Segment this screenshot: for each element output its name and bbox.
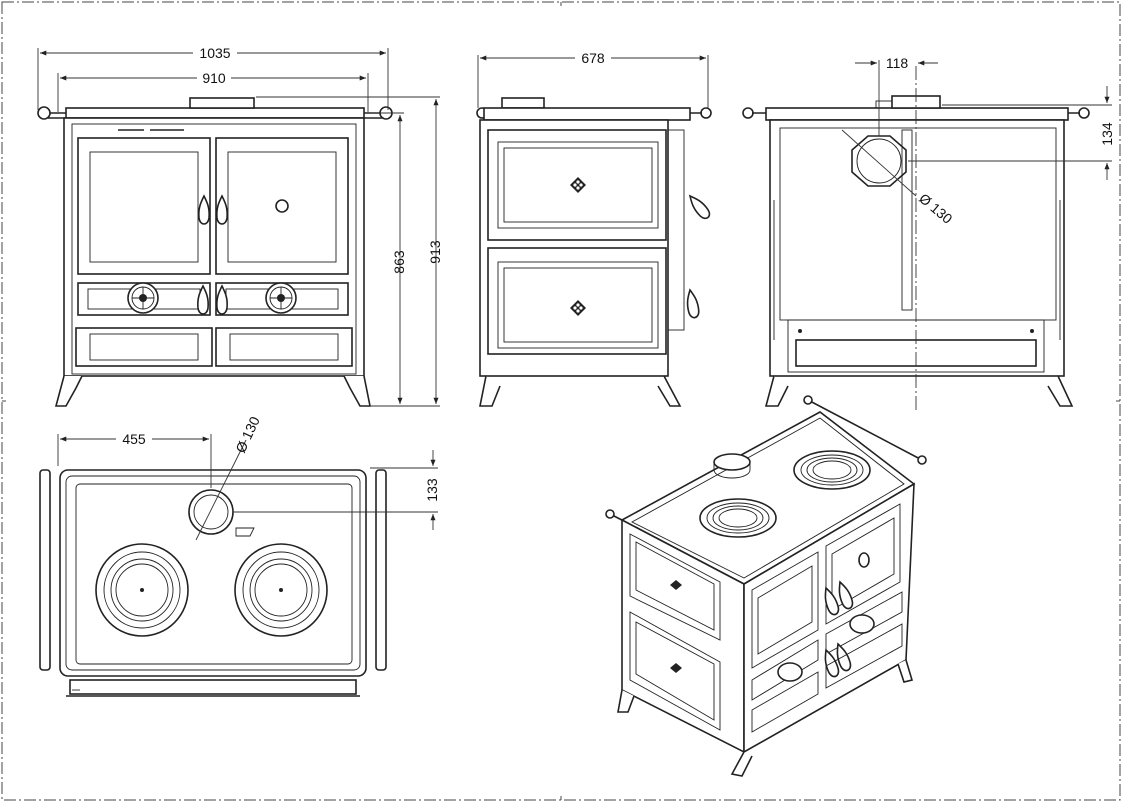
dim-flue-height: 134 [1099,122,1115,146]
dim-overall-width: 1035 [199,45,230,61]
dim-flue-depth: 133 [424,478,440,502]
back-view: 118 134 Ø 130 [742,54,1115,410]
dim-total-height: 913 [427,240,443,264]
front-view: 1035 910 863 913 [37,44,443,407]
dim-depth: 678 [581,50,605,66]
dim-flue-offset-top: 455 [122,431,146,447]
isometric-view [605,395,927,777]
dim-body-width: 910 [202,70,226,86]
side-view: 678 [476,50,713,407]
top-view: 455 133 Ø 130 [39,414,440,697]
dim-flue-diameter-top: Ø 130 [232,414,263,456]
dim-body-height: 863 [391,250,407,274]
dim-flue-offset-back: 118 [886,55,909,71]
